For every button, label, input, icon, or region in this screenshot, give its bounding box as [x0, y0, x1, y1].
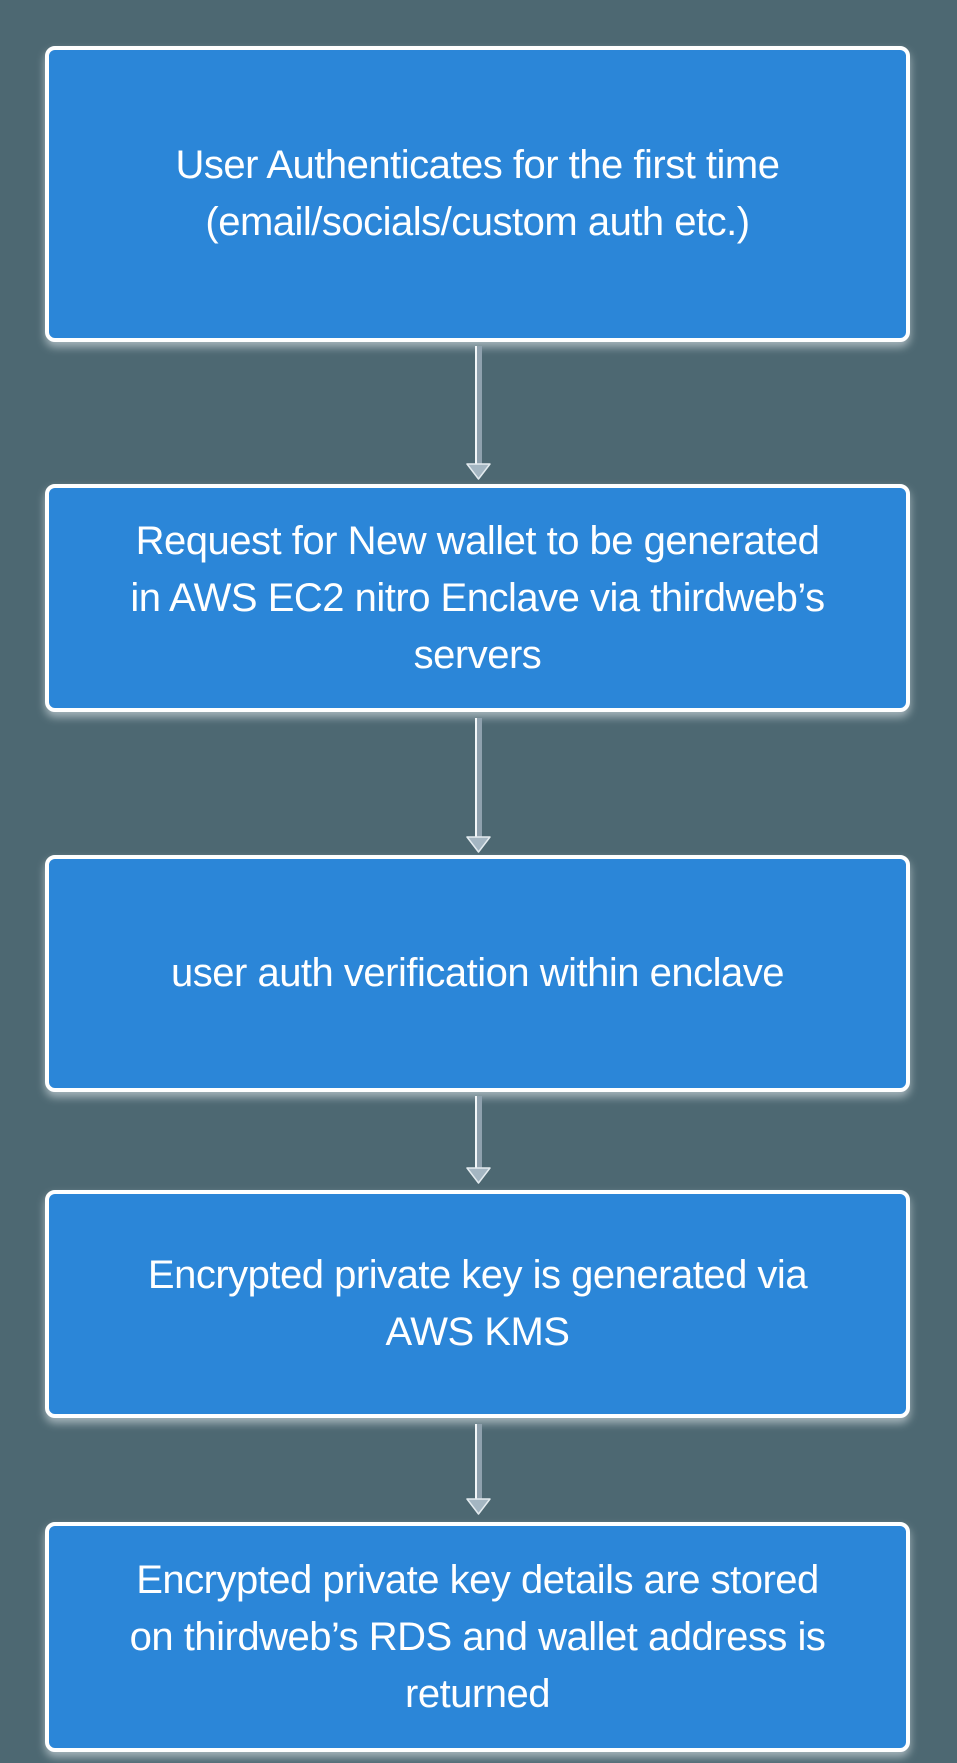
- flow-step-encrypted-key-generated-label: Encrypted private key is generated via A…: [147, 1253, 808, 1354]
- flow-step-request-new-wallet-label: Request for New wallet to be generated i…: [130, 518, 825, 677]
- flow-step-user-authenticates-label: User Authenticates for the first time (e…: [175, 143, 780, 244]
- flow-step-encrypted-key-generated: Encrypted private key is generated via A…: [45, 1190, 910, 1418]
- down-arrow-icon: [466, 1424, 491, 1515]
- down-arrow-icon: [466, 346, 491, 480]
- flow-step-request-new-wallet: Request for New wallet to be generated i…: [45, 484, 910, 712]
- flow-step-encrypted-key-stored-label: Encrypted private key details are stored…: [129, 1557, 826, 1716]
- flow-step-user-auth-verification: user auth verification within enclave: [45, 855, 910, 1092]
- down-arrow-icon: [466, 1096, 491, 1184]
- flow-step-user-authenticates: User Authenticates for the first time (e…: [45, 46, 910, 342]
- flow-step-encrypted-key-stored: Encrypted private key details are stored…: [45, 1522, 910, 1752]
- flow-step-user-auth-verification-label: user auth verification within enclave: [171, 951, 784, 995]
- down-arrow-icon: [466, 718, 491, 853]
